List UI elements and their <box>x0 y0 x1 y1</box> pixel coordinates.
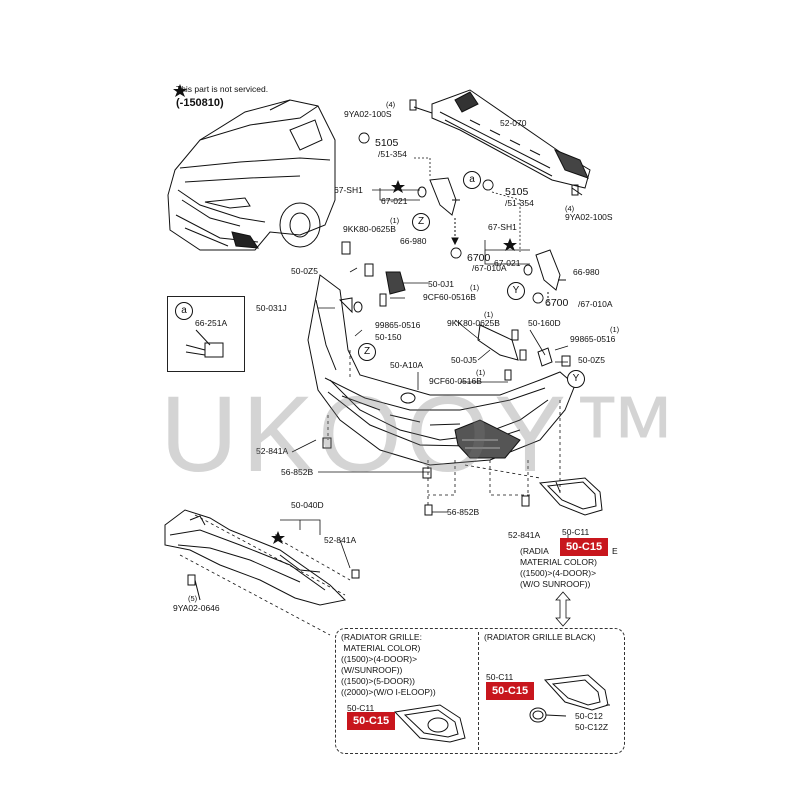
watermark: UKOOY™ <box>160 373 683 494</box>
part-50-a10a: 50-A10A <box>390 360 424 370</box>
part-66-980-a: 66-980 <box>400 236 427 246</box>
gear-marks <box>358 132 544 304</box>
part-67-sh1-a: 67-SH1 <box>334 185 363 195</box>
part-50-031j: 50-031J <box>256 303 287 313</box>
small-clips <box>322 241 571 516</box>
part-9ya02-0646: 9YA02-0646 <box>173 603 220 613</box>
variant-box <box>335 628 625 754</box>
qty-1-e: (1) <box>476 368 486 377</box>
highlight-50-c15-right: 50-C15 <box>486 682 535 700</box>
star-note: This part is not serviced. <box>176 84 269 94</box>
part-50-0j5: 50-0J5 <box>451 355 477 365</box>
part-5105-a: 5105 <box>375 137 399 149</box>
car-illustration <box>167 99 336 251</box>
star-markers <box>173 84 517 544</box>
grille-piece-right <box>529 674 610 723</box>
part-50-c12: 50-C12 <box>575 711 603 721</box>
part-52-841a-b: 52-841A <box>508 530 541 540</box>
top-bolts <box>409 99 579 196</box>
part-99865-0516-b: 99865-0516 <box>570 334 616 344</box>
part-52-070: 52-070 <box>500 118 527 128</box>
part-50-c11-a: 50-C11 <box>562 527 590 537</box>
part-50-0j1: 50-0J1 <box>428 279 454 289</box>
part-9cf60-0516b-a: 9CF60-0516B <box>423 292 476 302</box>
part-51-354-a: /51-354 <box>378 149 407 159</box>
part-67-010a-b: /67-010A <box>578 299 613 309</box>
reinforcement-bar <box>413 89 591 196</box>
double-arrow <box>555 591 571 627</box>
part-50-0z5-a: 50-0Z5 <box>291 266 318 276</box>
part-9kk80-0625b-b: 9KK80-0625B <box>447 318 500 328</box>
part-56-852b-b: 56-852B <box>447 507 480 517</box>
grille-piece-main <box>538 477 603 516</box>
part-50-040d: 50-040D <box>291 500 324 510</box>
part-9kk80-0625b-a: 9KK80-0625B <box>343 224 396 234</box>
qty-1-c: (1) <box>484 310 494 319</box>
part-9ya02-100s-right: 9YA02-100S <box>565 212 613 222</box>
note-main-tail: E <box>612 546 618 556</box>
inset-box-parts <box>185 329 224 358</box>
part-67-sh1-b: 67-SH1 <box>488 222 517 232</box>
date-range: (-150810) <box>176 97 224 109</box>
part-50-c12z: 50-C12Z <box>575 722 609 732</box>
callout-y-mid: Y <box>507 282 525 300</box>
qty-4-right: (4) <box>565 204 575 213</box>
part-6700-a: 6700 <box>467 252 491 264</box>
note-right-variant: (RADIATOR GRILLE BLACK) <box>484 632 596 642</box>
qty-1-a: (1) <box>390 216 400 225</box>
part-67-010a-a: /67-010A <box>472 263 507 273</box>
leader-lines <box>291 157 569 513</box>
part-56-852b-a: 56-852B <box>281 467 314 477</box>
bumper-fascia <box>307 274 576 466</box>
part-52-841a-a: 52-841A <box>256 446 289 456</box>
highlight-50-c15-main: 50-C15 <box>560 538 609 556</box>
callout-z-bumper: Z <box>358 343 376 361</box>
bracket-right <box>523 249 566 305</box>
callout-y-bumper: Y <box>567 370 585 388</box>
dashed-guides <box>179 350 561 636</box>
variant-divider <box>478 632 480 750</box>
part-66-251a: 66-251A <box>195 318 228 328</box>
part-9cf60-0516b-b: 9CF60-0516B <box>429 376 482 386</box>
callout-a-inset: a <box>175 302 193 320</box>
part-6700-b: 6700 <box>545 297 569 309</box>
qty-1-b: (1) <box>470 283 480 292</box>
part-50-160d: 50-160D <box>528 318 561 328</box>
note-main: (RADIA MATERIAL COLOR) ((1500)>(4-DOOR)>… <box>520 546 597 589</box>
inset-box <box>167 296 245 372</box>
part-5105-b: 5105 <box>505 186 529 198</box>
part-99865-0516-a: 99865-0516 <box>375 320 421 330</box>
part-52-841a-c: 52-841A <box>324 535 357 545</box>
note-left-variant: (RADIATOR GRILLE: MATERIAL COLOR) ((1500… <box>341 632 436 697</box>
grille-piece-left <box>393 704 466 743</box>
part-50-c11-c: 50-C11 <box>486 672 514 682</box>
part-50-c11-b: 50-C11 <box>347 703 375 713</box>
under-cover <box>164 509 360 606</box>
bracket-left <box>417 177 460 246</box>
part-50-0z5-b: 50-0Z5 <box>578 355 605 365</box>
part-9ya02-100s-left: 9YA02-100S <box>344 109 392 119</box>
qty-5: (5) <box>188 594 198 603</box>
part-50-150: 50-150 <box>375 332 402 342</box>
highlight-50-c15-left: 50-C15 <box>347 712 396 730</box>
part-67-021-b: 67-021 <box>494 258 521 268</box>
qty-1-d: (1) <box>610 325 620 334</box>
part-67-021-a: 67-021 <box>381 196 408 206</box>
callout-a-top: a <box>463 171 481 189</box>
part-66-980-b: 66-980 <box>573 267 600 277</box>
callout-z-top: Z <box>412 213 430 231</box>
qty-4-left: (4) <box>386 100 396 109</box>
part-51-354-b: /51-354 <box>505 198 534 208</box>
